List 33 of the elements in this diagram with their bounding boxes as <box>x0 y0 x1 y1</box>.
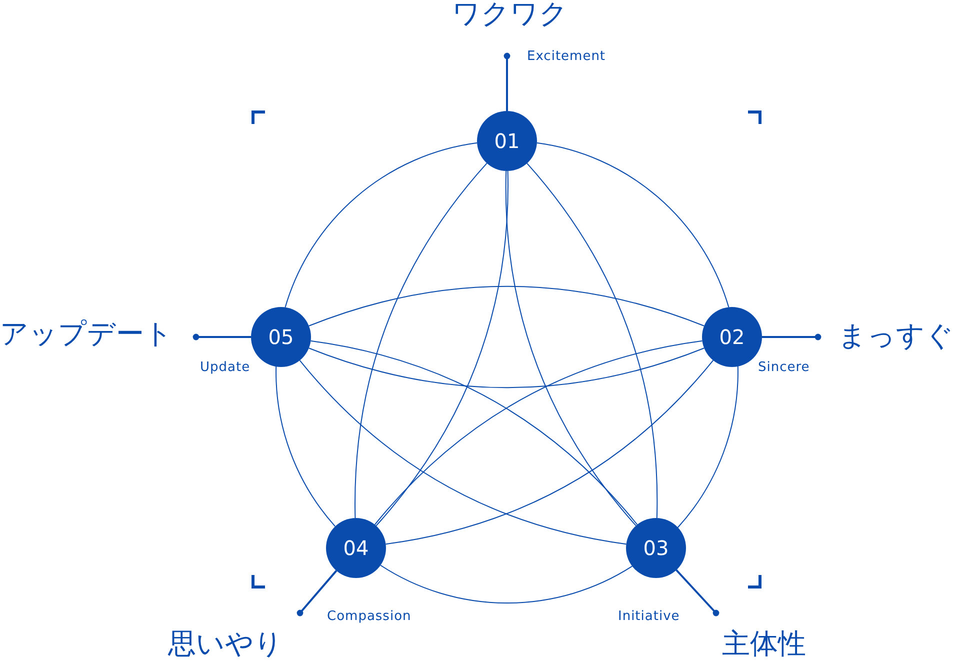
connecting-curve <box>677 366 738 528</box>
number-circle: 04 <box>326 518 386 578</box>
heading-label: 思いやり <box>168 630 283 658</box>
leader-line <box>762 334 822 340</box>
connecting-curve <box>299 360 627 545</box>
connecting-curve <box>536 142 730 308</box>
connecting-curve <box>374 340 703 526</box>
number-circle: 01 <box>477 111 537 171</box>
heading-label: 主体性 <box>722 630 806 658</box>
connecting-curve <box>376 170 508 526</box>
connecting-curve <box>526 162 658 518</box>
connecting-curve <box>308 286 705 326</box>
connecting-curve <box>276 366 336 527</box>
number-circle: 03 <box>626 518 686 578</box>
connecting-curve <box>506 170 636 526</box>
number-circle: 05 <box>251 307 311 367</box>
connecting-curve <box>380 564 633 604</box>
leader-line <box>504 52 510 111</box>
connecting-curve <box>385 360 714 545</box>
heading-label: アップデート <box>0 320 173 348</box>
value-label: Update <box>200 360 250 375</box>
leader-line <box>192 334 251 340</box>
heading-label: ワクワク <box>452 0 568 28</box>
value-label: Excitement <box>527 48 606 64</box>
connecting-curve <box>310 340 638 526</box>
value-label: Compassion <box>327 608 412 624</box>
connecting-curve <box>354 162 488 518</box>
leader-line <box>296 570 338 616</box>
value-label: Initiative <box>618 608 680 624</box>
heading-label: まっすぐ <box>838 322 954 350</box>
connecting-curve <box>308 348 705 388</box>
connecting-curve <box>284 142 478 308</box>
leader-line <box>676 569 720 616</box>
